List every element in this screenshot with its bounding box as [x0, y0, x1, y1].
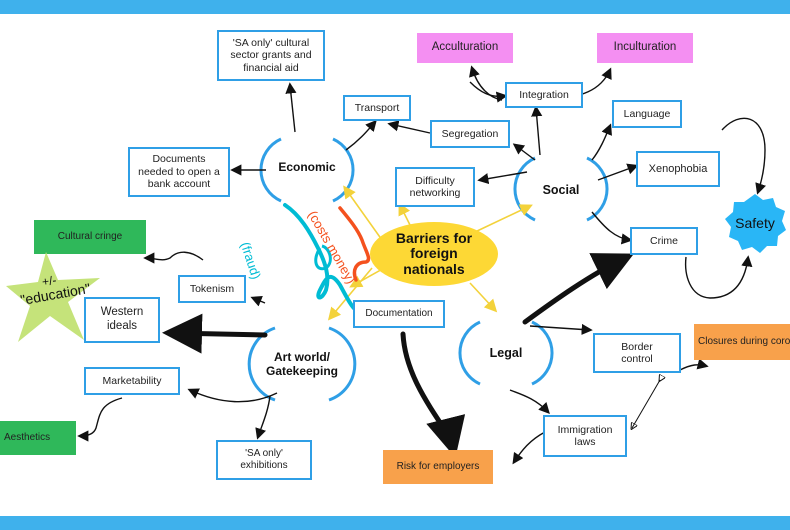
immigration-laws-label: Immigration laws: [557, 423, 613, 448]
crime-box: Crime: [630, 227, 698, 255]
fraud-loop: [314, 244, 332, 271]
aesthetics-box: Aesthetics: [0, 421, 76, 455]
marketability-box: Marketability: [84, 367, 180, 395]
immigration-laws-box: Immigration laws: [543, 415, 627, 457]
safety-label: Safety: [735, 215, 775, 231]
aesthetics-label: Aesthetics: [4, 432, 51, 444]
difficulty-networking-label: Difficulty networking: [409, 174, 461, 199]
documentation-box: Documentation: [353, 300, 445, 328]
thick-arrows: [162, 253, 634, 458]
marketability-label: Marketability: [102, 374, 162, 387]
integration-box: Integration: [505, 82, 583, 108]
safety-shape-icon: [725, 194, 786, 253]
language-label: Language: [623, 107, 671, 120]
inculturation-box: Inculturation: [597, 33, 693, 63]
education-star: +/- "education": [6, 250, 106, 346]
western-ideals-label: Western ideals: [100, 306, 144, 332]
exhibitions-label: 'SA only' exhibitions: [240, 448, 288, 471]
integration-label: Integration: [519, 88, 569, 101]
western-ideals-box: Western ideals: [84, 297, 160, 343]
hub-economic-label: Economic: [278, 159, 336, 174]
hub-legal: Legal: [472, 341, 540, 365]
bank-documents-box: Documents needed to open a bank account: [128, 147, 230, 197]
difficulty-networking-box: Difficulty networking: [395, 167, 475, 207]
tokenism-label: Tokenism: [189, 282, 235, 295]
exhibitions-box: 'SA only' exhibitions: [216, 440, 312, 480]
language-box: Language: [612, 100, 682, 128]
hub-economic: Economic: [270, 155, 344, 179]
safety-badge: Safety: [722, 192, 788, 254]
hub-social: Social: [526, 178, 596, 202]
fraud-scribble: [283, 203, 358, 312]
risk-employers-label: Risk for employers: [396, 461, 480, 473]
xenophobia-box: Xenophobia: [636, 151, 720, 187]
tokenism-box: Tokenism: [178, 275, 246, 303]
star-shape-icon: [6, 252, 100, 342]
closures-box: Closures during coro: [694, 324, 790, 360]
transport-box: Transport: [343, 95, 411, 121]
costs-scribble: [338, 206, 371, 282]
yellow-arrows: [327, 185, 533, 321]
acculturation-box: Acculturation: [417, 33, 513, 63]
hub-art-world-label: Art world/ Gatekeeping: [265, 349, 339, 378]
xenophobia-label: Xenophobia: [648, 162, 708, 175]
border-immigration-connector: [632, 380, 660, 428]
top-border-band: [0, 0, 790, 14]
closures-label: Closures during coro: [698, 336, 790, 348]
acculturation-label: Acculturation: [431, 41, 499, 54]
crime-label: Crime: [650, 234, 678, 247]
cultural-cringe-label: Cultural cringe: [57, 231, 123, 243]
risk-employers-box: Risk for employers: [383, 450, 493, 484]
bank-documents-label: Documents needed to open a bank account: [138, 153, 220, 191]
border-control-box: Border control: [593, 333, 681, 373]
grants-box: 'SA only' cultural sector grants and fin…: [217, 30, 325, 81]
bottom-border-band: [0, 516, 790, 530]
hub-art-world: Art world/ Gatekeeping: [256, 348, 348, 380]
segregation-label: Segregation: [441, 127, 499, 140]
documentation-label: Documentation: [365, 308, 433, 320]
inculturation-label: Inculturation: [613, 41, 677, 54]
central-topic: Barriers for foreign nationals: [370, 222, 498, 286]
cultural-cringe-box: Cultural cringe: [34, 220, 146, 254]
border-control-label: Border control: [621, 340, 653, 365]
hub-social-label: Social: [542, 182, 580, 197]
central-topic-label: Barriers for foreign nationals: [395, 230, 473, 277]
grants-label: 'SA only' cultural sector grants and fin…: [230, 36, 312, 74]
hub-legal-label: Legal: [489, 345, 523, 360]
segregation-box: Segregation: [430, 120, 510, 148]
transport-label: Transport: [354, 101, 400, 114]
